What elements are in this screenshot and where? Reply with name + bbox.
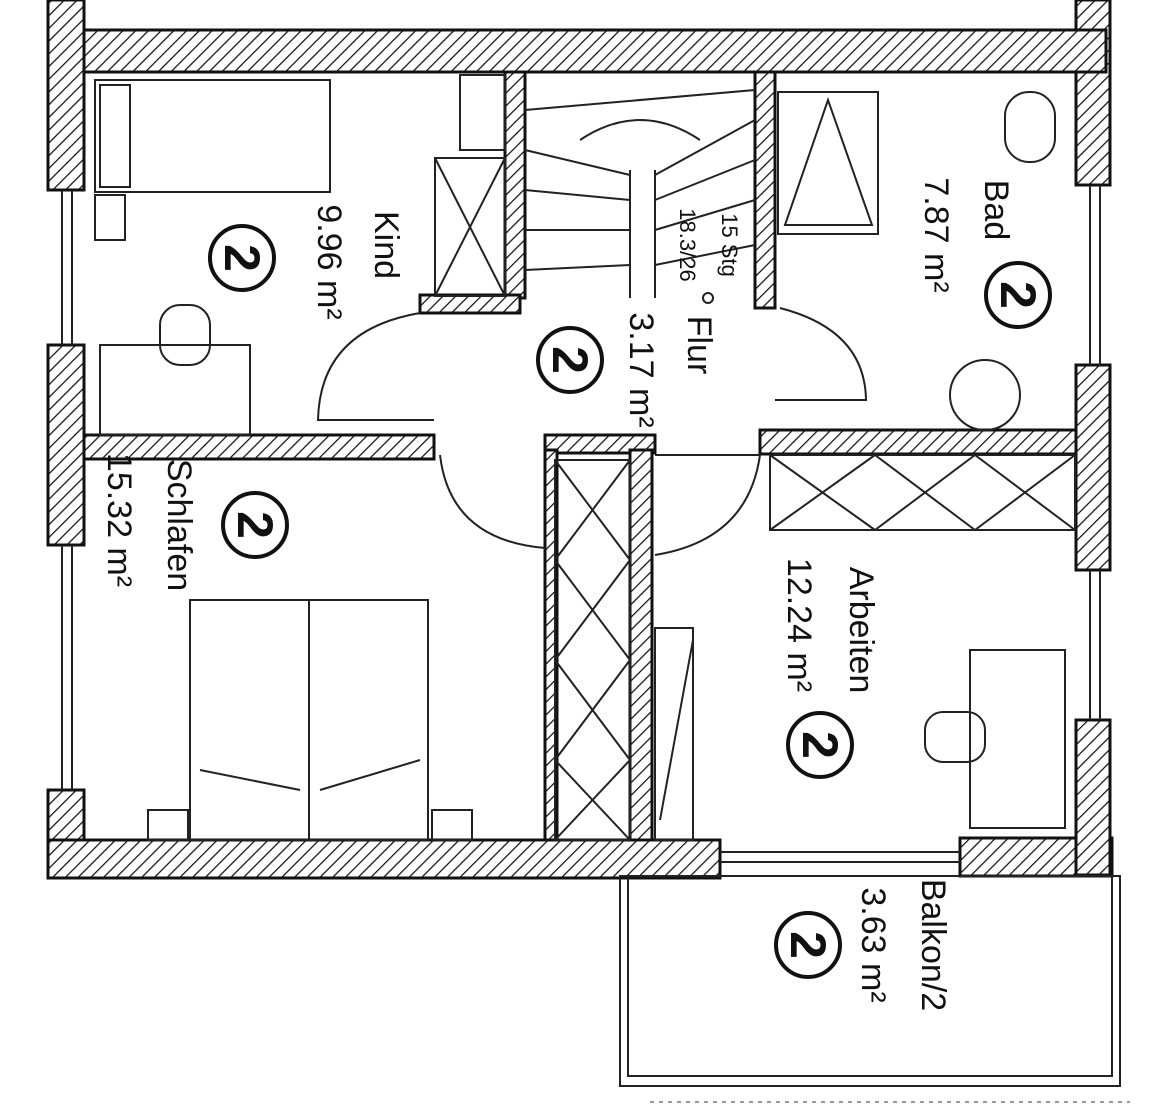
windows: [61, 185, 1101, 863]
balcony-outline: [619, 875, 1121, 1087]
room-name: Arbeiten: [842, 567, 880, 694]
level-badge: [221, 491, 289, 559]
level-badge: [984, 261, 1052, 329]
level-number: 2: [780, 931, 836, 959]
room-name: Flur: [680, 316, 718, 375]
room-area: 3.17 m²: [622, 312, 660, 427]
stair-steps: 15 Stg: [717, 213, 742, 277]
room-area: 9.96 m²: [310, 204, 348, 319]
level-badge: [208, 224, 276, 292]
walls: [46, 0, 1114, 880]
room-bad: Bad 7.87 m² 2: [917, 177, 1052, 329]
room-name: Schlafen: [160, 459, 198, 591]
room-area: 7.87 m²: [917, 177, 955, 292]
door-swings: [316, 307, 868, 556]
room-kind: Kind 9.96 m² 2: [208, 204, 405, 320]
level-number: 2: [542, 346, 598, 374]
level-number: 2: [792, 731, 848, 759]
room-area: 3.63 m²: [854, 887, 892, 1002]
room-area: 12.24 m²: [780, 558, 818, 692]
room-balkon: Balkon/2 3.63 m² 2: [774, 879, 952, 1011]
room-name: Kind: [367, 211, 405, 279]
room-area: 15.32 m²: [100, 453, 138, 587]
room-arbeiten: Arbeiten 12.24 m² 2: [780, 558, 880, 779]
room-flur: Flur 3.17 m² 2 15 Stg 18.3/26: [536, 208, 742, 428]
room-schlafen: Schlafen 15.32 m² 2: [100, 453, 289, 591]
level-number: 2: [214, 244, 270, 272]
stair-ratio: 18.3/26: [675, 208, 700, 281]
room-name: Bad: [977, 180, 1015, 241]
staircase: [524, 89, 756, 304]
room-name: Balkon/2: [914, 879, 952, 1011]
furniture: [94, 74, 1076, 841]
level-badge: [774, 911, 842, 979]
level-number: 2: [227, 511, 283, 539]
level-number: 2: [990, 281, 1046, 309]
level-badge: [536, 326, 604, 394]
level-badge: [786, 711, 854, 779]
